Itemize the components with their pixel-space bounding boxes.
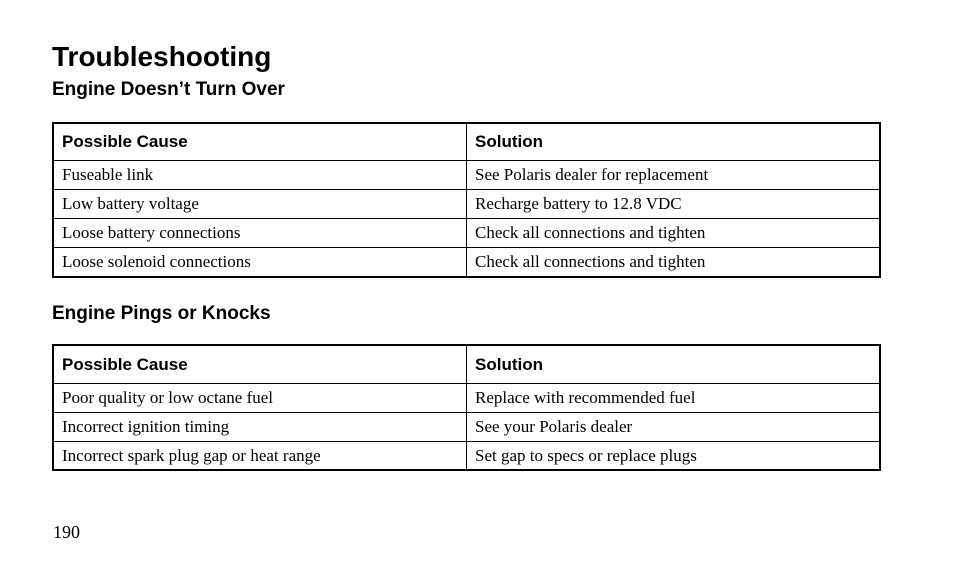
solution-cell: Replace with recommended fuel — [466, 382, 881, 413]
table-row: Loose battery connections Check all conn… — [52, 218, 881, 249]
column-header-solution: Solution — [466, 122, 881, 162]
solution-cell: See Polaris dealer for replacement — [466, 160, 881, 191]
table-row: Fuseable link See Polaris dealer for rep… — [52, 160, 881, 191]
cause-cell: Incorrect ignition timing — [52, 411, 467, 442]
table-body: Fuseable link See Polaris dealer for rep… — [52, 160, 881, 278]
page-title: Troubleshooting — [52, 41, 272, 72]
cause-cell: Low battery voltage — [52, 189, 467, 220]
table-row: Poor quality or low octane fuel Replace … — [52, 382, 881, 413]
cause-cell: Loose battery connections — [52, 218, 467, 249]
table-row: Low battery voltage Recharge battery to … — [52, 189, 881, 220]
section-heading-engine-pings-or-knocks: Engine Pings or Knocks — [52, 302, 271, 324]
table-engine-pings-or-knocks: Possible Cause Solution Poor quality or … — [52, 344, 881, 472]
cause-cell: Fuseable link — [52, 160, 467, 191]
table-engine-doesnt-turn-over: Possible Cause Solution Fuseable link Se… — [52, 121, 881, 278]
cause-cell: Loose solenoid connections — [52, 247, 467, 278]
solution-cell: Check all connections and tighten — [466, 247, 881, 278]
table-row: Loose solenoid connections Check all con… — [52, 247, 881, 278]
cause-cell: Poor quality or low octane fuel — [52, 382, 467, 413]
solution-cell: Check all connections and tighten — [466, 218, 881, 249]
table-row: Incorrect spark plug gap or heat range S… — [52, 440, 881, 471]
table-row: Incorrect ignition timing See your Polar… — [52, 411, 881, 442]
solution-cell: See your Polaris dealer — [466, 411, 881, 442]
table-body: Poor quality or low octane fuel Replace … — [52, 382, 881, 471]
cause-cell: Incorrect spark plug gap or heat range — [52, 440, 467, 471]
column-header-possible-cause: Possible Cause — [52, 344, 467, 384]
solution-cell: Set gap to specs or replace plugs — [466, 440, 881, 471]
column-header-solution: Solution — [466, 344, 881, 384]
column-header-possible-cause: Possible Cause — [52, 122, 467, 162]
table-header: Possible Cause Solution — [52, 122, 881, 162]
table-header: Possible Cause Solution — [52, 344, 881, 384]
table-header-row: Possible Cause Solution — [52, 122, 881, 162]
solution-cell: Recharge battery to 12.8 VDC — [466, 189, 881, 220]
page-number: 190 — [53, 522, 80, 542]
table-header-row: Possible Cause Solution — [52, 344, 881, 384]
section-heading-engine-doesnt-turn-over: Engine Doesn’t Turn Over — [52, 78, 285, 100]
